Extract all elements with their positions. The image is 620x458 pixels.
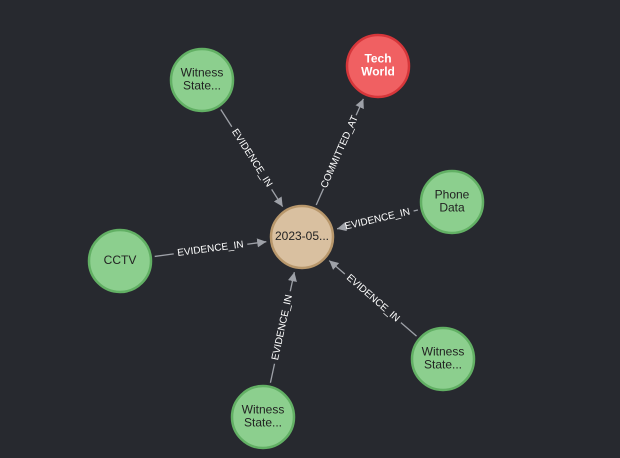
relationship-label: EVIDENCE_IN	[177, 239, 245, 259]
node-circle	[269, 204, 335, 270]
edge-witness-bottom[interactable]: EVIDENCE_IN	[269, 272, 297, 383]
node-label: Phone	[435, 188, 470, 202]
node-witness-top[interactable]: WitnessState...	[169, 47, 235, 113]
relationship-label: EVIDENCE_IN	[229, 127, 274, 189]
node-date-center[interactable]: 2023-05...	[269, 204, 335, 270]
node-circle	[87, 228, 153, 294]
edge-arrow	[336, 222, 347, 232]
edge-witness-top[interactable]: EVIDENCE_IN	[220, 109, 284, 207]
node-witness-right[interactable]: WitnessState...	[410, 326, 476, 392]
edge-line	[400, 322, 417, 337]
node-label: Witness	[242, 403, 285, 417]
edge-arrow	[288, 272, 297, 292]
edge-line	[269, 363, 276, 383]
edge-witness-right[interactable]: EVIDENCE_IN	[328, 260, 417, 337]
nodes-layer: 2023-05...TechWorldWitnessState...PhoneD…	[87, 33, 485, 450]
relationship-label: EVIDENCE_IN	[344, 207, 411, 233]
node-label: Witness	[422, 345, 465, 359]
relationship-label: EVIDENCE_IN	[270, 294, 295, 362]
node-cctv[interactable]: CCTV	[87, 228, 153, 294]
edge-line	[315, 188, 325, 206]
node-label: State...	[424, 358, 462, 372]
node-circle	[419, 169, 485, 235]
node-label: Tech	[364, 52, 391, 66]
edge-line	[413, 209, 419, 212]
node-label: 2023-05...	[275, 229, 329, 243]
node-label: World	[361, 65, 395, 79]
node-witness-bottom[interactable]: WitnessState...	[230, 384, 296, 450]
edge-arrow	[247, 238, 267, 248]
node-label: Witness	[181, 66, 224, 80]
edge-arrow	[271, 189, 284, 207]
node-circle	[345, 33, 411, 99]
edge-line	[154, 253, 174, 258]
relationship-label: COMMITTED_AT	[319, 114, 361, 190]
node-circle	[410, 326, 476, 392]
edge-phone-data[interactable]: EVIDENCE_IN	[336, 207, 419, 233]
edge-line	[220, 109, 233, 128]
node-label: CCTV	[104, 253, 137, 267]
relationship-label: EVIDENCE_IN	[344, 272, 402, 324]
edge-cctv[interactable]: EVIDENCE_IN	[154, 238, 267, 259]
node-label: State...	[244, 416, 282, 430]
edge-arrow	[328, 260, 346, 275]
edge-arrow	[355, 98, 364, 116]
edge-tech-world[interactable]: COMMITTED_AT	[315, 98, 364, 206]
node-label: State...	[183, 79, 221, 93]
node-label: Data	[439, 201, 465, 215]
node-circle	[230, 384, 296, 450]
node-circle	[169, 47, 235, 113]
